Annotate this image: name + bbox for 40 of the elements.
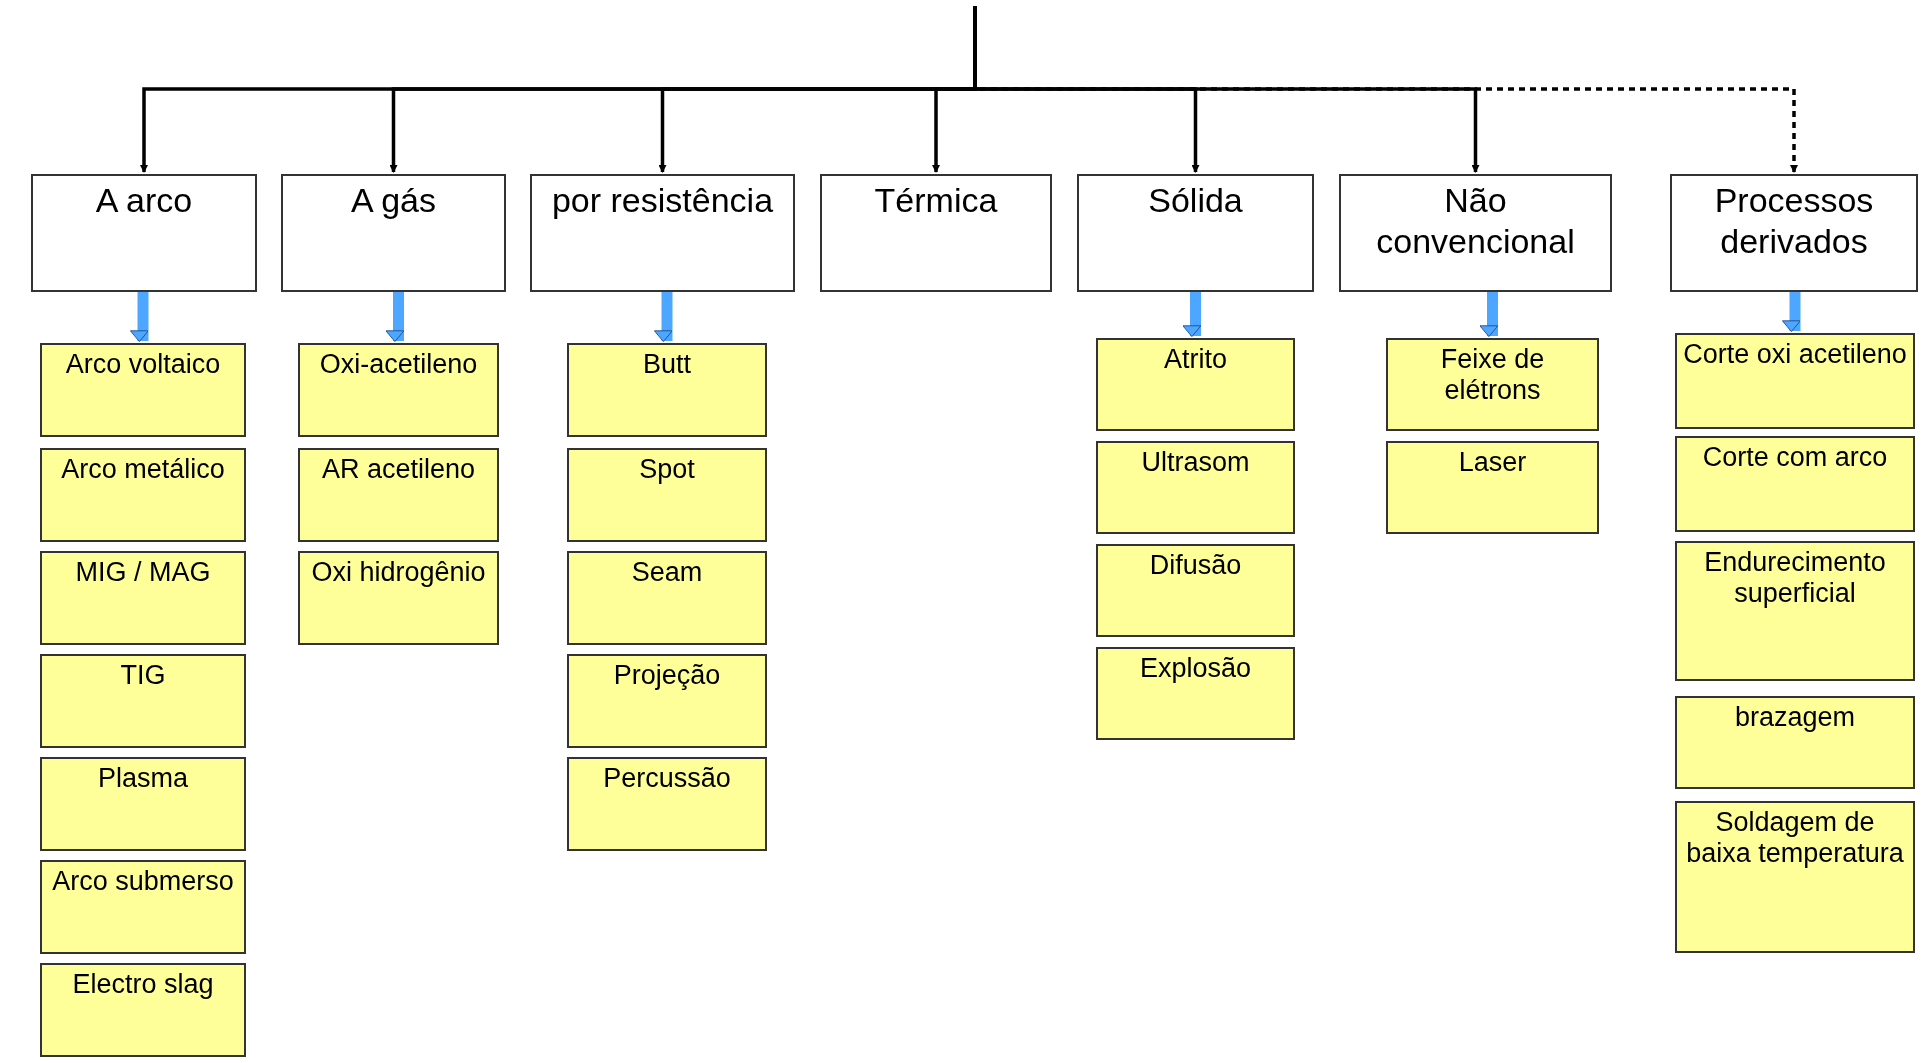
connector-arrow	[973, 6, 1798, 173]
category-box: Sólida	[1077, 174, 1314, 292]
process-box: Explosão	[1096, 647, 1295, 740]
block-arrow	[1479, 292, 1499, 338]
block-arrow	[1182, 292, 1202, 338]
process-box: Butt	[567, 343, 767, 437]
process-box: AR acetileno	[298, 448, 499, 542]
process-box: Electro slag	[40, 963, 246, 1057]
process-box: Feixe de elétrons	[1386, 338, 1599, 431]
process-box: Corte oxi acetileno	[1675, 333, 1915, 429]
process-box: Arco voltaico	[40, 343, 246, 437]
block-arrow	[1781, 292, 1801, 333]
process-box: Laser	[1386, 441, 1599, 534]
process-box: MIG / MAG	[40, 551, 246, 645]
block-arrow	[653, 292, 673, 343]
process-box: Projeção	[567, 654, 767, 748]
category-box: A arco	[31, 174, 257, 292]
category-box: Não convencional	[1339, 174, 1612, 292]
process-box: Plasma	[40, 757, 246, 851]
process-box: Seam	[567, 551, 767, 645]
category-box: Processos derivados	[1670, 174, 1918, 292]
process-box: Arco metálico	[40, 448, 246, 542]
process-box: Endurecimento superficial	[1675, 541, 1915, 681]
process-box: Oxi hidrogênio	[298, 551, 499, 645]
category-box: Térmica	[820, 174, 1052, 292]
process-box: Atrito	[1096, 338, 1295, 431]
category-box: A gás	[281, 174, 506, 292]
block-arrow	[129, 292, 149, 343]
category-box: por resistência	[530, 174, 795, 292]
process-box: Soldagem de baixa temperatura	[1675, 801, 1915, 953]
process-box: brazagem	[1675, 696, 1915, 789]
process-box: TIG	[40, 654, 246, 748]
process-box: Arco submerso	[40, 860, 246, 954]
process-box: Corte com arco	[1675, 436, 1915, 532]
process-box: Oxi-acetileno	[298, 343, 499, 437]
process-box: Ultrasom	[1096, 441, 1295, 534]
process-box: Spot	[567, 448, 767, 542]
process-box: Difusão	[1096, 544, 1295, 637]
process-box: Percussão	[567, 757, 767, 851]
block-arrow	[385, 292, 405, 343]
